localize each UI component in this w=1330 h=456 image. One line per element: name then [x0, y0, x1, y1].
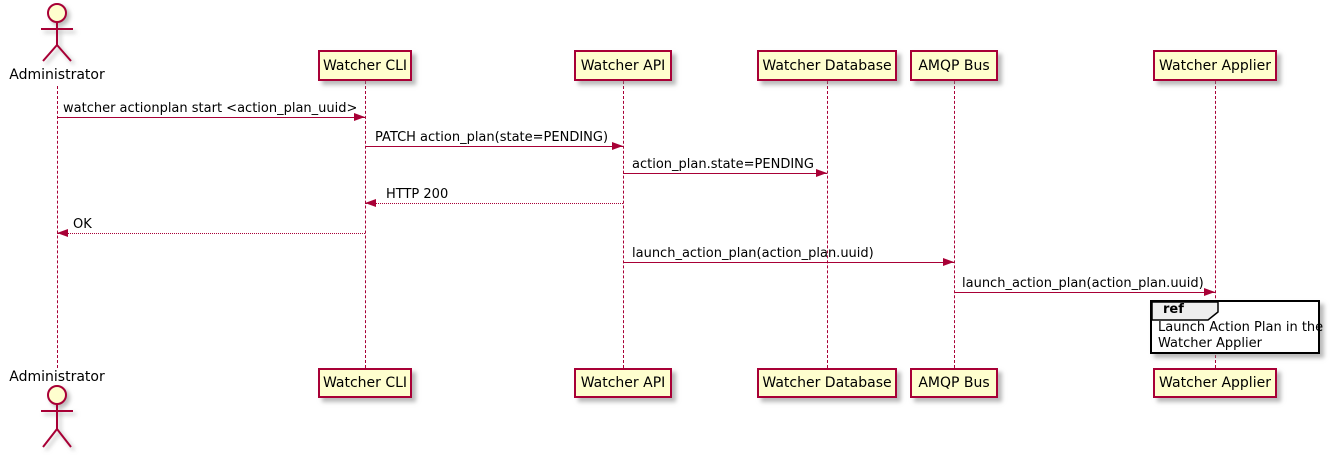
participant-watcher-api-top: Watcher API	[574, 50, 672, 81]
participant-watcher-applier-top: Watcher Applier	[1153, 50, 1277, 81]
arrowhead-icon	[1204, 288, 1215, 296]
message-label: action_plan.state=PENDING	[632, 157, 814, 172]
message-label: launch_action_plan(action_plan.uuid)	[962, 276, 1204, 291]
message-line	[365, 203, 623, 204]
participant-watcher-cli-bottom: Watcher CLI	[318, 368, 412, 398]
ref-keyword: ref	[1163, 302, 1184, 317]
message-line	[623, 173, 827, 174]
lifeline-watcher-api	[623, 81, 624, 368]
message-line	[623, 262, 954, 263]
actor-label-bottom: Administrator	[9, 369, 105, 385]
participant-watcher-cli-top: Watcher CLI	[318, 50, 412, 81]
arrowhead-icon	[354, 113, 365, 121]
arrowhead-icon	[365, 199, 376, 207]
ref-fragment: ref Launch Action Plan in the Watcher Ap…	[1150, 300, 1323, 354]
ref-text: Launch Action Plan in the Watcher Applie…	[1158, 320, 1323, 352]
participant-amqp-bus-bottom: AMQP Bus	[910, 368, 998, 398]
message-label: watcher actionplan start <action_plan_uu…	[63, 101, 358, 116]
lifeline-watcher-cli	[365, 81, 366, 368]
arrowhead-icon	[612, 142, 623, 150]
lifeline-watcher-applier	[1215, 81, 1216, 368]
actor-label-top: Administrator	[9, 67, 105, 83]
participant-watcher-applier-bottom: Watcher Applier	[1153, 368, 1277, 398]
arrowhead-icon	[816, 169, 827, 177]
arrowhead-icon	[57, 229, 68, 237]
participant-watcher-api-bottom: Watcher API	[574, 368, 672, 398]
participant-watcher-database-bottom: Watcher Database	[757, 368, 897, 398]
message-line	[57, 233, 365, 234]
ref-pentagon-icon	[1151, 301, 1219, 321]
message-line	[57, 117, 365, 118]
lifeline-administrator	[57, 86, 58, 368]
message-label: launch_action_plan(action_plan.uuid)	[632, 246, 874, 261]
message-label: OK	[73, 217, 92, 232]
message-label: HTTP 200	[386, 187, 449, 202]
ref-text-line1: Launch Action Plan in the	[1158, 320, 1324, 335]
message-line	[954, 292, 1215, 293]
arrowhead-icon	[943, 258, 954, 266]
lifeline-watcher-database	[827, 81, 828, 368]
message-line	[365, 146, 623, 147]
ref-text-line2: Watcher Applier	[1158, 336, 1262, 351]
actor-figure-bottom-icon	[41, 385, 73, 448]
participant-watcher-database-top: Watcher Database	[757, 50, 897, 81]
lifeline-amqp-bus	[954, 81, 955, 368]
participant-amqp-bus-top: AMQP Bus	[910, 50, 998, 81]
message-label: PATCH action_plan(state=PENDING)	[375, 130, 609, 145]
actor-figure-top-icon	[41, 3, 73, 62]
